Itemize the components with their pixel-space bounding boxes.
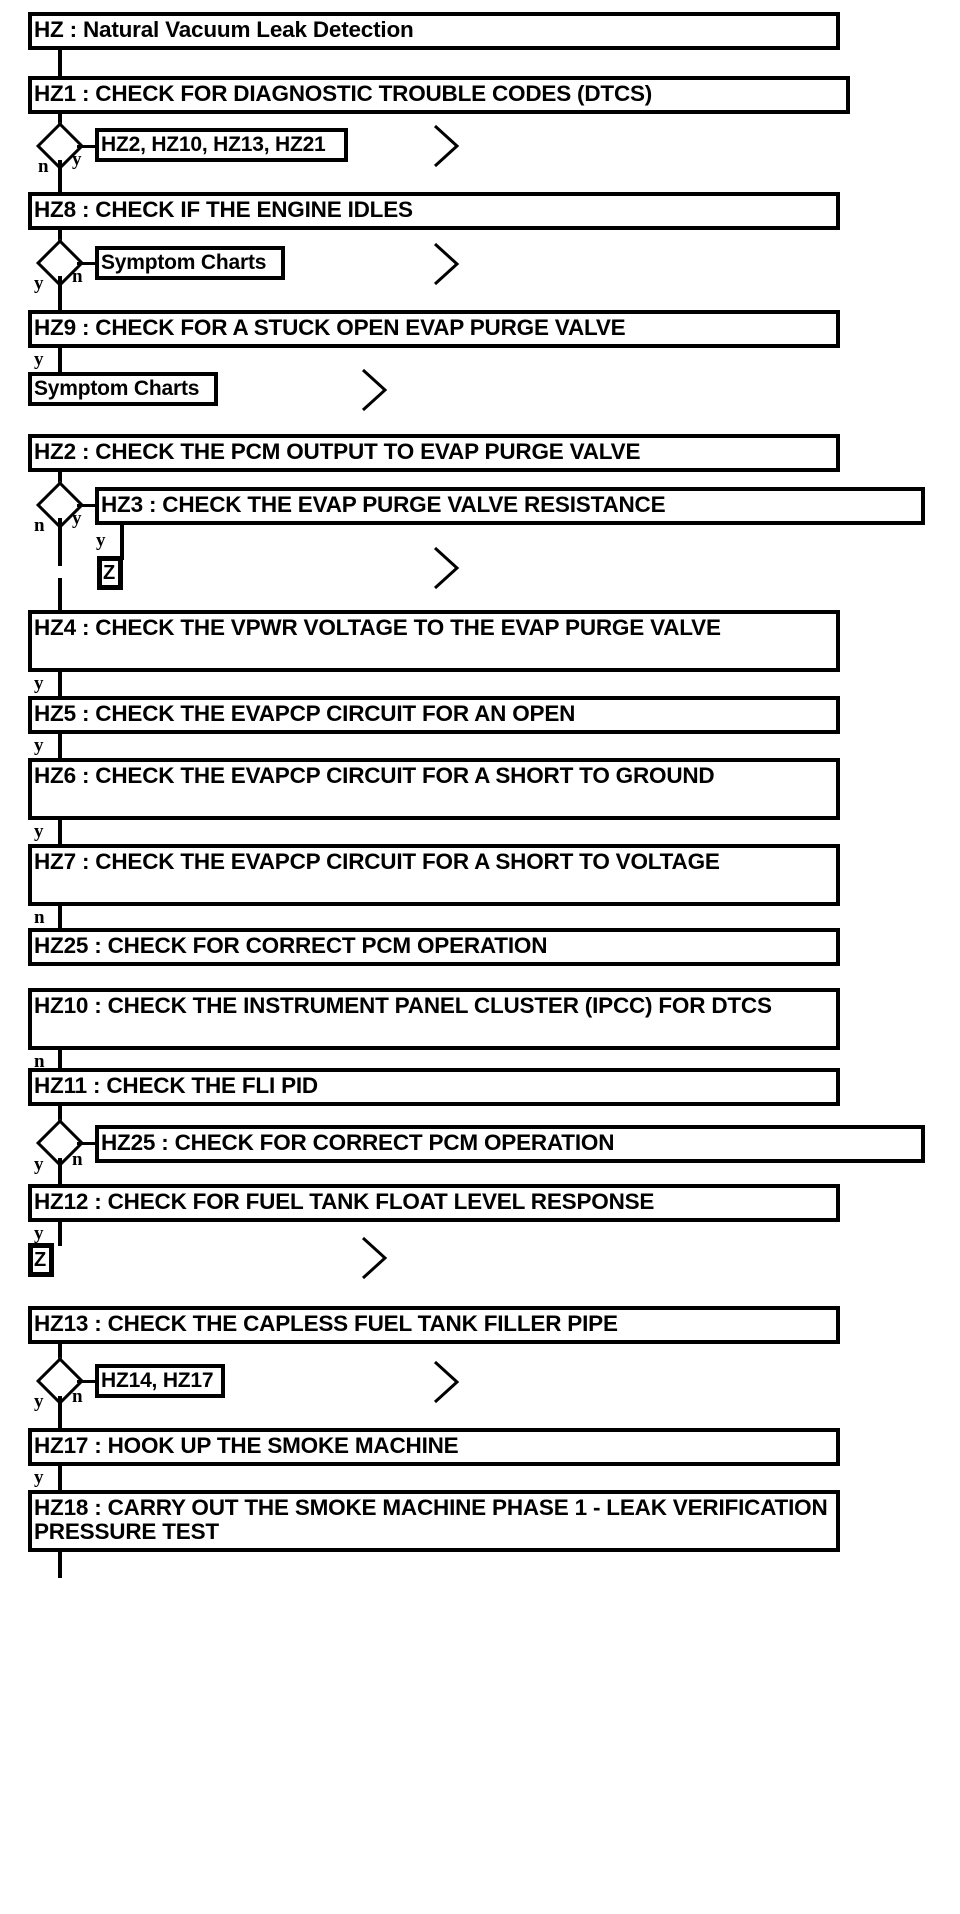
node-label: HZ4 : CHECK THE VPWR VOLTAGE TO THE EVAP…: [34, 615, 721, 640]
node-hz1[interactable]: HZ1 : CHECK FOR DIAGNOSTIC TROUBLE CODES…: [28, 76, 850, 114]
connector-hz9-to-symptom-charts: [58, 348, 62, 376]
node-label: Z: [34, 1249, 47, 1271]
node-ref-hz14-hz17[interactable]: HZ14, HZ17: [95, 1364, 225, 1398]
branch-label-decision-5-no: n: [72, 1386, 83, 1407]
connector-hz11-to-decision-4: [58, 1106, 62, 1128]
node-hz25-a[interactable]: HZ25 : CHECK FOR CORRECT PCM OPERATION: [28, 928, 840, 966]
node-label: HZ12 : CHECK FOR FUEL TANK FLOAT LEVEL R…: [34, 1189, 655, 1214]
branch-label-hz4-yes: y: [34, 673, 44, 694]
node-hz-title[interactable]: HZ : Natural Vacuum Leak Detection: [28, 12, 840, 50]
connector-hz12-to-z-box-2: [58, 1222, 62, 1246]
node-hz3[interactable]: HZ3 : CHECK THE EVAP PURGE VALVE RESISTA…: [95, 487, 925, 525]
node-hz4[interactable]: HZ4 : CHECK THE VPWR VOLTAGE TO THE EVAP…: [28, 610, 840, 672]
chevron-6-icon: [427, 1354, 465, 1410]
branch-label-decision-2-yes: y: [34, 273, 44, 294]
node-ref-symptom-charts-2[interactable]: Symptom Charts: [28, 372, 218, 406]
connector-hz4-to-hz5: [58, 672, 62, 696]
node-label: HZ11 : CHECK THE FLI PID: [34, 1073, 318, 1098]
node-hz2[interactable]: HZ2 : CHECK THE PCM OUTPUT TO EVAP PURGE…: [28, 434, 840, 472]
node-label: Z: [103, 562, 116, 584]
connector-decision-3-down-lower: [58, 578, 62, 612]
branch-label-decision-1-yes: y: [72, 149, 82, 170]
connector-decision-2-to-hz9: [58, 276, 62, 312]
node-label: HZ2 : CHECK THE PCM OUTPUT TO EVAP PURGE…: [34, 439, 641, 464]
node-ref-hz2-hz10-hz13-hz21[interactable]: HZ2, HZ10, HZ13, HZ21: [95, 128, 348, 162]
node-label: HZ14, HZ17: [101, 1369, 214, 1392]
connector-hz6-to-hz7: [58, 820, 62, 844]
connector-hz13-to-decision-5: [58, 1344, 62, 1366]
branch-label-decision-4-no: n: [72, 1149, 83, 1170]
node-label: HZ1 : CHECK FOR DIAGNOSTIC TROUBLE CODES…: [34, 81, 653, 106]
connector-decision-4-to-hz12: [58, 1158, 62, 1184]
branch-label-decision-3-no: n: [34, 515, 45, 536]
node-hz12[interactable]: HZ12 : CHECK FOR FUEL TANK FLOAT LEVEL R…: [28, 1184, 840, 1222]
branch-decision-2-no: [77, 262, 109, 265]
node-hz8[interactable]: HZ8 : CHECK IF THE ENGINE IDLES: [28, 192, 840, 230]
branch-label-decision-3-yes: y: [72, 508, 82, 529]
node-label: HZ6 : CHECK THE EVAPCP CIRCUIT FOR A SHO…: [34, 763, 715, 788]
node-hz13[interactable]: HZ13 : CHECK THE CAPLESS FUEL TANK FILLE…: [28, 1306, 840, 1344]
node-label: HZ2, HZ10, HZ13, HZ21: [101, 133, 326, 156]
node-hz10[interactable]: HZ10 : CHECK THE INSTRUMENT PANEL CLUSTE…: [28, 988, 840, 1050]
chevron-1-icon: [427, 118, 465, 174]
connector-hz-title-to-hz1: [58, 50, 62, 80]
node-label: HZ10 : CHECK THE INSTRUMENT PANEL CLUSTE…: [34, 993, 772, 1018]
branch-label-decision-4-yes: y: [34, 1154, 44, 1175]
node-label: HZ9 : CHECK FOR A STUCK OPEN EVAP PURGE …: [34, 315, 626, 340]
node-ref-symptom-charts-1[interactable]: Symptom Charts: [95, 246, 285, 280]
connector-decision-5-to-hz17: [58, 1396, 62, 1428]
branch-label-decision-1-no: n: [38, 156, 49, 177]
node-z-box-2[interactable]: Z: [28, 1243, 54, 1277]
node-label: HZ : Natural Vacuum Leak Detection: [34, 17, 414, 42]
node-label: Symptom Charts: [101, 251, 267, 274]
branch-label-decision-5-yes: y: [34, 1391, 44, 1412]
connector-decision-1-to-hz8: [58, 160, 62, 194]
branch-decision-5-no: [77, 1380, 109, 1383]
branch-label-hz12-yes: y: [34, 1223, 44, 1244]
connector-hz10-to-hz11: [58, 1050, 62, 1072]
node-label: HZ5 : CHECK THE EVAPCP CIRCUIT FOR AN OP…: [34, 701, 576, 726]
node-label: HZ7 : CHECK THE EVAPCP CIRCUIT FOR A SHO…: [34, 849, 720, 874]
connector-hz7-to-hz25-a: [58, 906, 62, 928]
chevron-2-icon: [427, 236, 465, 292]
node-label: HZ25 : CHECK FOR CORRECT PCM OPERATION: [34, 933, 548, 958]
branch-label-hz17-yes: y: [34, 1467, 44, 1488]
node-hz17[interactable]: HZ17 : HOOK UP THE SMOKE MACHINE: [28, 1428, 840, 1466]
node-label: HZ8 : CHECK IF THE ENGINE IDLES: [34, 197, 413, 222]
branch-label-hz3-yes: y: [96, 530, 106, 551]
node-hz9[interactable]: HZ9 : CHECK FOR A STUCK OPEN EVAP PURGE …: [28, 310, 840, 348]
chevron-3-icon: [355, 362, 393, 418]
connector-hz17-to-hz18: [58, 1466, 62, 1490]
chevron-4-icon: [427, 540, 465, 596]
branch-decision-4-no: [77, 1142, 109, 1145]
branch-label-hz9-yes: y: [34, 349, 44, 370]
node-hz11[interactable]: HZ11 : CHECK THE FLI PID: [28, 1068, 840, 1106]
node-z-box-1[interactable]: Z: [97, 556, 123, 590]
branch-label-hz7-no: n: [34, 907, 45, 928]
node-label: HZ18 : CARRY OUT THE SMOKE MACHINE PHASE…: [34, 1495, 828, 1544]
node-label: HZ17 : HOOK UP THE SMOKE MACHINE: [34, 1433, 459, 1458]
node-label: Symptom Charts: [34, 377, 200, 400]
branch-label-hz6-yes: y: [34, 821, 44, 842]
branch-label-hz10-no: n: [34, 1051, 45, 1072]
node-label: HZ13 : CHECK THE CAPLESS FUEL TANK FILLE…: [34, 1311, 618, 1336]
connector-hz5-to-hz6: [58, 734, 62, 758]
node-hz6[interactable]: HZ6 : CHECK THE EVAPCP CIRCUIT FOR A SHO…: [28, 758, 840, 820]
branch-decision-3-yes: [77, 504, 109, 507]
node-hz5[interactable]: HZ5 : CHECK THE EVAPCP CIRCUIT FOR AN OP…: [28, 696, 840, 734]
branch-decision-1-yes: [77, 145, 109, 148]
chevron-5-icon: [355, 1230, 393, 1286]
node-label: HZ3 : CHECK THE EVAP PURGE VALVE RESISTA…: [101, 492, 666, 517]
node-hz25-b[interactable]: HZ25 : CHECK FOR CORRECT PCM OPERATION: [95, 1125, 925, 1163]
branch-label-decision-2-no: n: [72, 266, 83, 287]
connector-hz18-down: [58, 1552, 62, 1578]
connector-hz3-to-z-box-1: [120, 525, 124, 560]
branch-label-hz5-yes: y: [34, 735, 44, 756]
connector-decision-3-to-hz4: [58, 518, 62, 566]
node-hz7[interactable]: HZ7 : CHECK THE EVAPCP CIRCUIT FOR A SHO…: [28, 844, 840, 906]
node-label: HZ25 : CHECK FOR CORRECT PCM OPERATION: [101, 1130, 615, 1155]
node-hz18[interactable]: HZ18 : CARRY OUT THE SMOKE MACHINE PHASE…: [28, 1490, 840, 1552]
